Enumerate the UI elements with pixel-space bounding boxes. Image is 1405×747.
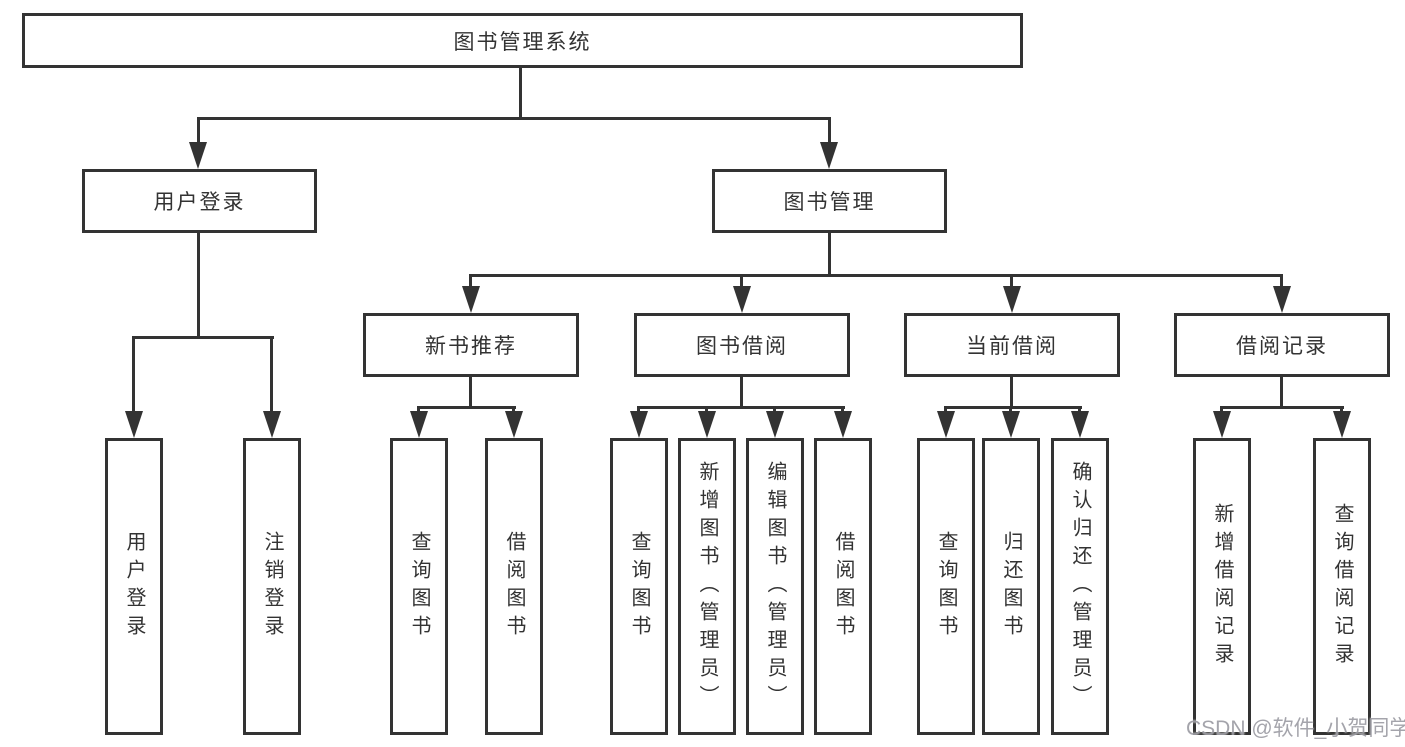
leaf-label: 新增借阅记录 (1211, 502, 1233, 671)
leaf-label: 借阅图书 (503, 530, 525, 643)
connector-line (773, 406, 776, 414)
leaf-add-book-admin: 新增图书（管理员） (678, 438, 736, 735)
leaf-label: 新增图书（管理员） (696, 460, 718, 713)
connector-line (197, 233, 200, 339)
connector-line (637, 406, 640, 414)
connector-line (1340, 406, 1343, 414)
leaf-label: 用户登录 (123, 530, 145, 643)
leaf-logout: 注销登录 (243, 438, 301, 735)
node-borrow-records: 借阅记录 (1174, 313, 1390, 377)
connector-line (1280, 377, 1283, 409)
arrow-down-icon (834, 411, 852, 438)
connector-line (469, 274, 472, 288)
connector-line (132, 336, 135, 414)
arrow-down-icon (1333, 411, 1351, 438)
arrow-down-icon (125, 411, 143, 438)
connector-line (417, 406, 516, 409)
leaf-query-books-borrow: 查询图书 (610, 438, 668, 735)
connector-line (841, 406, 844, 414)
leaf-add-borrow-record: 新增借阅记录 (1193, 438, 1251, 735)
arrow-down-icon (410, 411, 428, 438)
leaf-edit-book-admin: 编辑图书（管理员） (746, 438, 804, 735)
connector-line (1220, 406, 1223, 414)
leaf-label: 归还图书 (1000, 530, 1022, 643)
leaf-user-login: 用户登录 (105, 438, 163, 735)
arrow-down-icon (1071, 411, 1089, 438)
watermark: CSDN @软件_小贺同学 (1186, 717, 1405, 740)
connector-line (828, 233, 831, 277)
connector-line (1220, 406, 1344, 409)
leaf-label: 查询图书 (628, 530, 650, 643)
connector-line (740, 274, 743, 288)
leaf-label: 查询借阅记录 (1331, 502, 1353, 671)
arrow-down-icon (462, 286, 480, 313)
node-current-borrow: 当前借阅 (904, 313, 1120, 377)
arrow-down-icon (820, 142, 838, 169)
connector-line (469, 377, 472, 409)
arrow-down-icon (937, 411, 955, 438)
connector-line (197, 117, 200, 145)
leaf-query-books-current: 查询图书 (917, 438, 975, 735)
connector-line (132, 336, 274, 339)
arrow-down-icon (505, 411, 523, 438)
connector-line (1280, 274, 1283, 288)
leaf-query-books-recommend: 查询图书 (390, 438, 448, 735)
leaf-query-borrow-record: 查询借阅记录 (1313, 438, 1371, 735)
connector-line (1010, 377, 1013, 409)
connector-line (828, 117, 831, 145)
connector-line (417, 406, 420, 414)
leaf-label: 确认归还（管理员） (1069, 460, 1091, 713)
arrow-down-icon (1002, 411, 1020, 438)
node-book-borrow: 图书借阅 (634, 313, 850, 377)
connector-line (944, 406, 1082, 409)
leaf-label: 查询图书 (408, 530, 430, 643)
leaf-label: 借阅图书 (832, 530, 854, 643)
arrow-down-icon (1003, 286, 1021, 313)
connector-line (944, 406, 947, 414)
node-root: 图书管理系统 (22, 13, 1023, 68)
connector-line (1009, 406, 1012, 414)
arrow-down-icon (733, 286, 751, 313)
connector-line (1078, 406, 1081, 414)
connector-line (197, 117, 831, 120)
arrow-down-icon (630, 411, 648, 438)
leaf-confirm-return-admin: 确认归还（管理员） (1051, 438, 1109, 735)
connector-line (637, 406, 845, 409)
arrow-down-icon (1213, 411, 1231, 438)
leaf-label: 编辑图书（管理员） (764, 460, 786, 713)
connector-line (705, 406, 708, 414)
connector-line (519, 68, 522, 120)
connector-line (469, 274, 1283, 277)
node-user-login: 用户登录 (82, 169, 317, 233)
node-book-mgmt: 图书管理 (712, 169, 947, 233)
connector-line (512, 406, 515, 414)
arrow-down-icon (263, 411, 281, 438)
connector-line (740, 377, 743, 409)
leaf-return-books: 归还图书 (982, 438, 1040, 735)
connector-line (270, 336, 273, 414)
leaf-label: 查询图书 (935, 530, 957, 643)
arrow-down-icon (698, 411, 716, 438)
connector-line (1010, 274, 1013, 288)
leaf-borrow-books: 借阅图书 (814, 438, 872, 735)
arrow-down-icon (189, 142, 207, 169)
arrow-down-icon (1273, 286, 1291, 313)
node-new-book-recommend: 新书推荐 (363, 313, 579, 377)
leaf-label: 注销登录 (261, 530, 283, 643)
arrow-down-icon (766, 411, 784, 438)
leaf-borrow-books-recommend: 借阅图书 (485, 438, 543, 735)
